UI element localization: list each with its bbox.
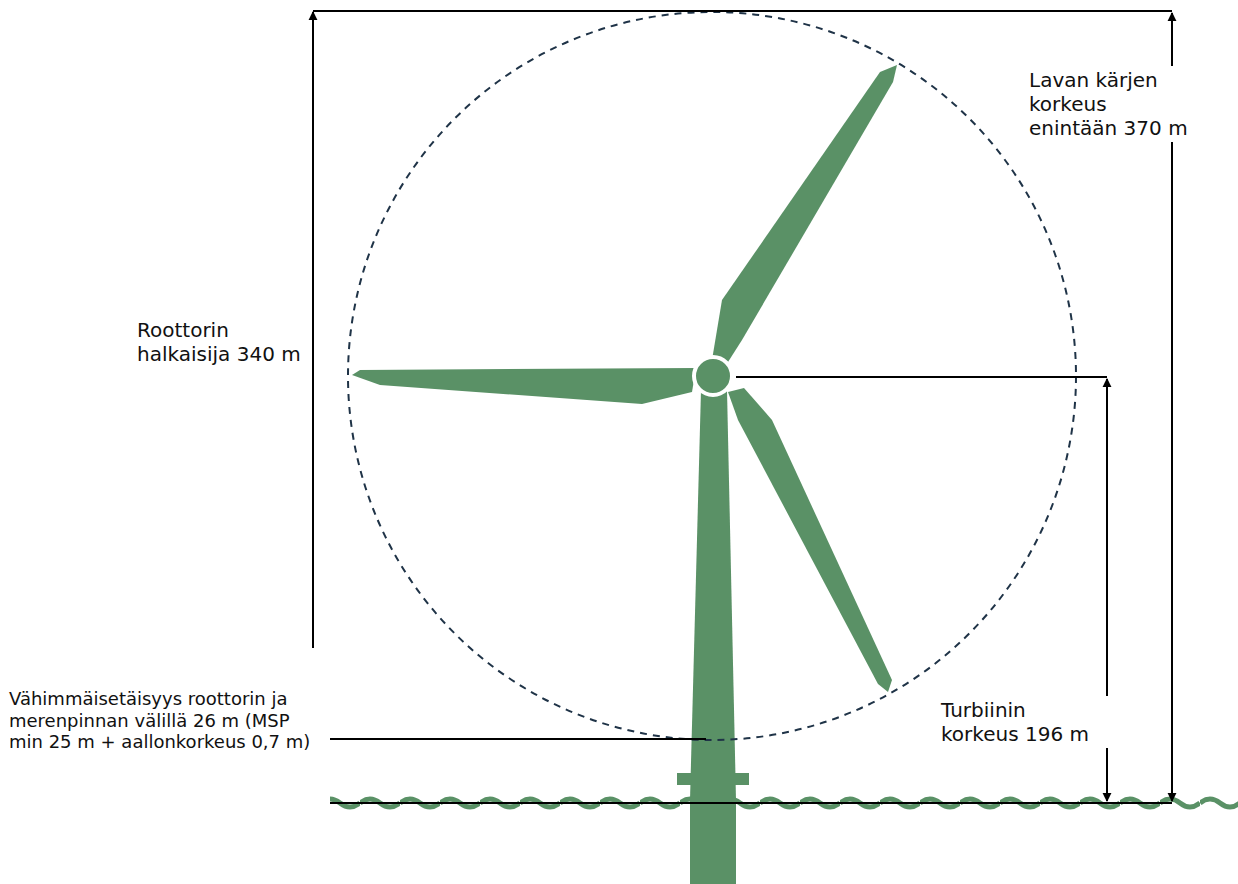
blade <box>712 65 897 362</box>
tower-base <box>690 800 736 884</box>
blade <box>352 368 696 404</box>
dimension-label: Vähimmäisetäisyys roottorin ja merenpinn… <box>6 686 324 755</box>
hub <box>694 357 732 395</box>
dimension-line <box>313 10 1172 12</box>
dimension-label: Roottorin halkaisija 340 m <box>134 316 306 368</box>
blade <box>728 388 892 692</box>
tower-flange <box>677 773 749 785</box>
dimension-label: Lavan kärjen korkeus enintään 370 m <box>1026 66 1196 142</box>
dimension-line <box>330 738 706 740</box>
sea-level-line <box>330 802 1172 804</box>
sea-waves <box>330 795 1238 811</box>
dimension-line <box>312 12 314 648</box>
dimension-line <box>736 376 1107 378</box>
dimension-label: Turbiinin korkeus 196 m <box>938 696 1108 748</box>
